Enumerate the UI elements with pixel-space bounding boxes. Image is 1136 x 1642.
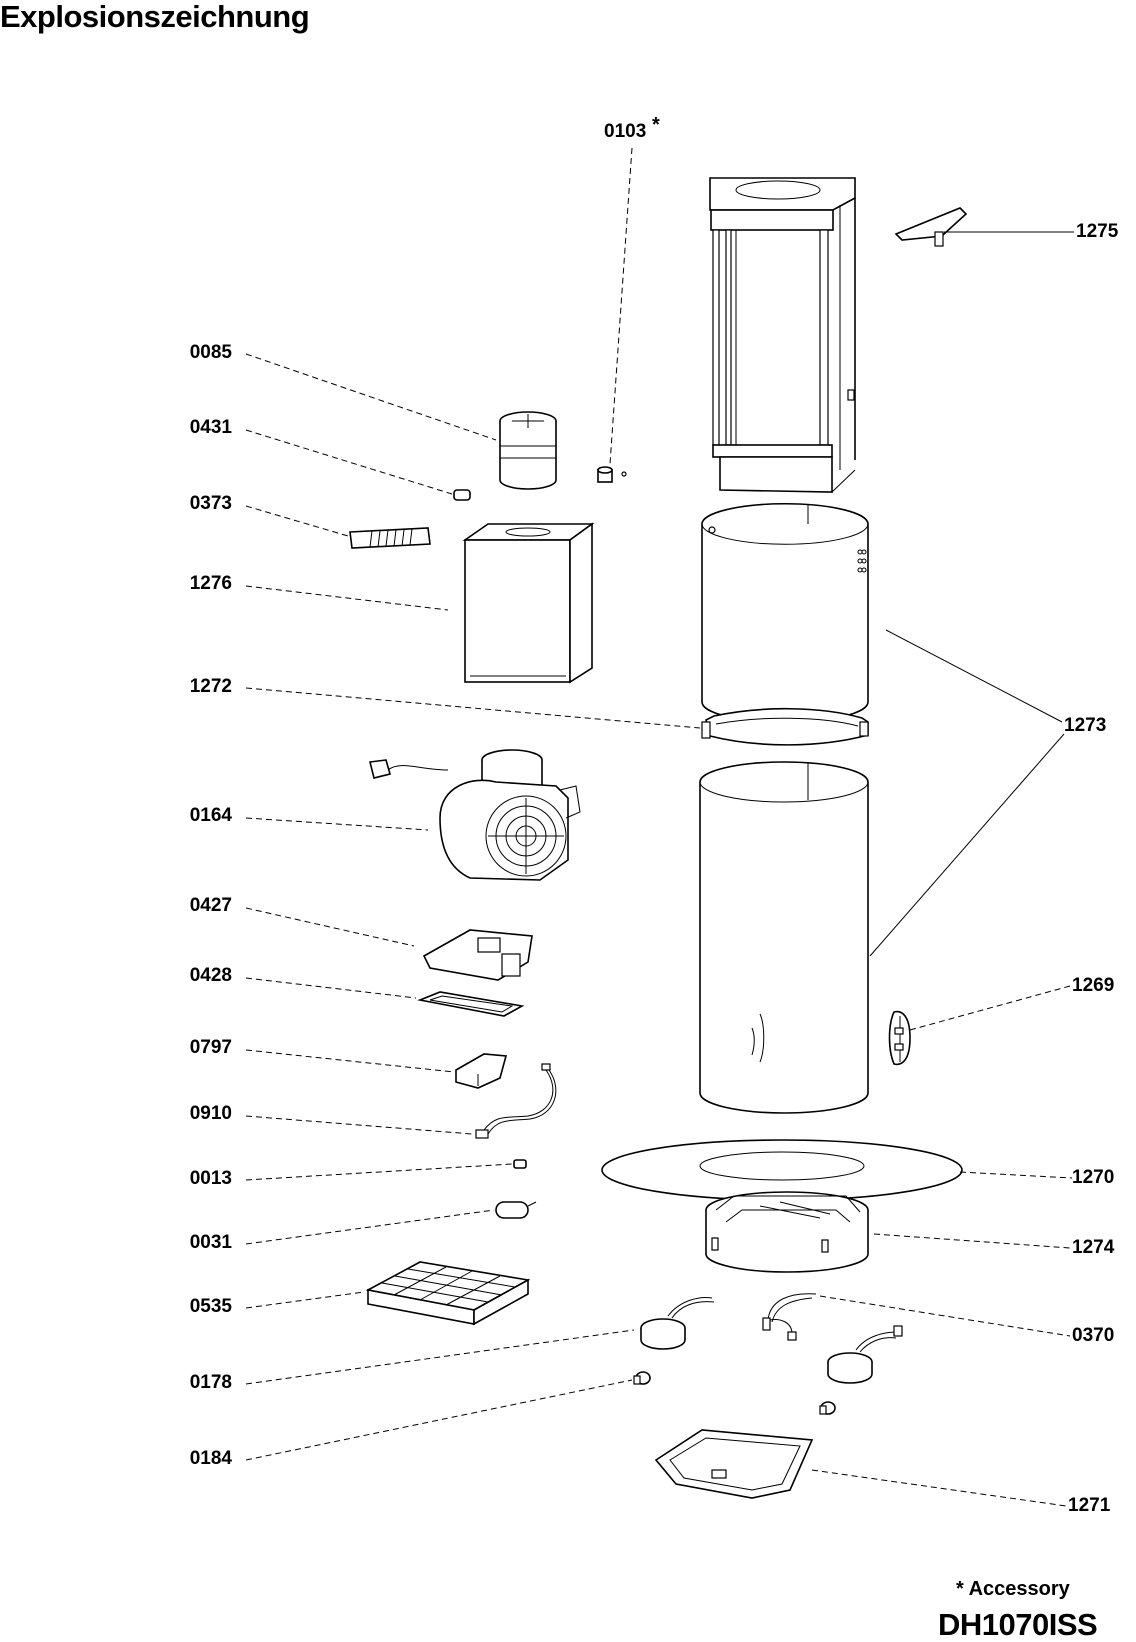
part-label-1269: 1269 bbox=[1072, 975, 1115, 996]
capacitor-0031 bbox=[495, 1201, 537, 1219]
lamp-right-0178 bbox=[827, 1325, 903, 1384]
part-label-0178: 0178 bbox=[189, 1372, 232, 1393]
part-label-1272: 1272 bbox=[189, 676, 232, 697]
part-label-1271: 1271 bbox=[1068, 1495, 1111, 1516]
clip-0431 bbox=[453, 489, 471, 501]
page-title: Explosionszeichnung bbox=[0, 0, 310, 34]
wire-harness-0910 bbox=[475, 1063, 557, 1139]
part-label-0428: 0428 bbox=[189, 965, 232, 986]
tray-1271 bbox=[654, 1429, 814, 1499]
control-bracket-0427 bbox=[422, 929, 533, 981]
housing-box-1276 bbox=[462, 522, 595, 684]
lower-housing-1274 bbox=[705, 1191, 869, 1273]
lower-chimney-cylinder bbox=[699, 761, 869, 1114]
part-label-0797: 0797 bbox=[189, 1037, 232, 1058]
part-label-0910: 0910 bbox=[189, 1103, 232, 1124]
bulb-right-0184 bbox=[819, 1401, 836, 1415]
cable-0370 bbox=[762, 1293, 817, 1341]
model-number: DH1070ISS bbox=[938, 1607, 1098, 1642]
upper-chimney-cylinder bbox=[701, 502, 869, 724]
part-label-0373: 0373 bbox=[189, 493, 232, 514]
part-label-0031: 0031 bbox=[189, 1232, 232, 1253]
part-label-1270: 1270 bbox=[1072, 1167, 1115, 1188]
accessory-marker: * bbox=[652, 114, 660, 136]
carbon-filter-0535 bbox=[365, 1261, 531, 1326]
part-label-0013: 0013 bbox=[189, 1168, 232, 1189]
part-label-1275: 1275 bbox=[1076, 221, 1119, 242]
part-label-0103: 0103 bbox=[604, 121, 647, 142]
part-label-0184: 0184 bbox=[189, 1448, 232, 1469]
control-knob-1269 bbox=[888, 1010, 911, 1066]
switch-0797 bbox=[455, 1053, 508, 1089]
part-label-1274: 1274 bbox=[1072, 1237, 1115, 1258]
part-label-0535: 0535 bbox=[189, 1296, 232, 1317]
lamp-left-0178 bbox=[640, 1297, 715, 1350]
carbon-filter-strip-0373 bbox=[349, 527, 431, 549]
ring-bracket-1272 bbox=[701, 707, 869, 746]
part-label-0427: 0427 bbox=[189, 895, 232, 916]
small-part-0013 bbox=[513, 1159, 527, 1169]
part-label-0085: 0085 bbox=[189, 342, 232, 363]
part-label-0370: 0370 bbox=[1072, 1325, 1115, 1346]
connector-0103 bbox=[597, 466, 627, 483]
upper-chimney-frame bbox=[709, 177, 856, 493]
adapter-0085 bbox=[499, 411, 557, 490]
part-label-0431: 0431 bbox=[189, 417, 232, 438]
part-label-1273: 1273 bbox=[1064, 715, 1107, 736]
bulb-left-0184 bbox=[633, 1371, 651, 1385]
leader-lines bbox=[245, 147, 1074, 1507]
part-label-0164: 0164 bbox=[189, 805, 232, 826]
glass-disk-1270 bbox=[601, 1139, 963, 1201]
accessory-note: * Accessory bbox=[956, 1578, 1070, 1600]
frame-0428 bbox=[417, 991, 525, 1017]
bracket-1275 bbox=[894, 207, 968, 247]
part-label-1276: 1276 bbox=[189, 573, 232, 594]
blower-0164 bbox=[369, 749, 581, 881]
